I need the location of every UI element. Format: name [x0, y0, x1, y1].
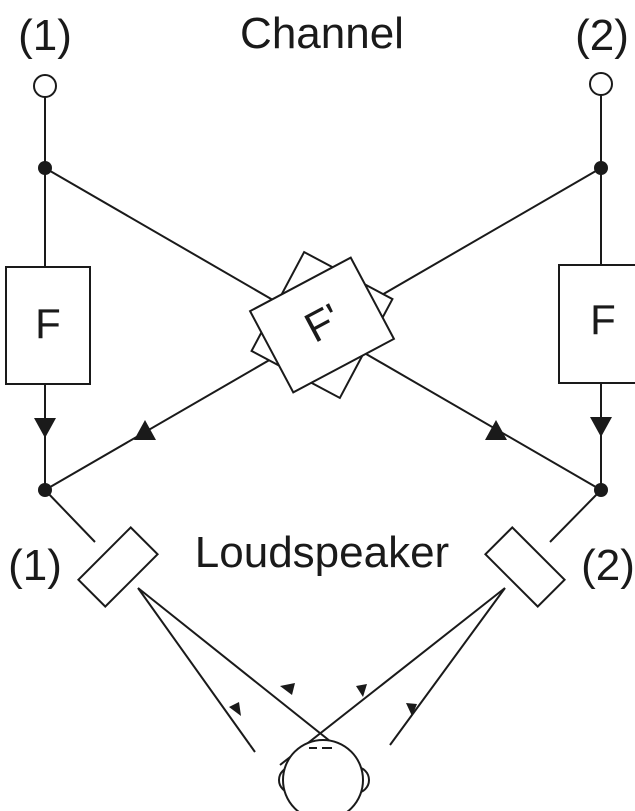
- sound-path-right-to-right-ear: [389, 587, 506, 746]
- filter-left-label: F: [35, 300, 61, 347]
- cross-arrow-right: [485, 420, 507, 440]
- channel-left-number: (1): [18, 11, 72, 60]
- filter-left-box: [5, 266, 91, 385]
- filter-cross-box: [248, 256, 396, 394]
- filter-right-box: [558, 264, 635, 384]
- arrow-left-direct: [229, 702, 241, 716]
- loudspeaker-title: Loudspeaker: [195, 528, 449, 577]
- arrow-right-direct: [406, 703, 417, 716]
- right-speaker-wire: [549, 489, 602, 543]
- left-split-node: [38, 161, 52, 175]
- sound-path-right-to-left-ear: [279, 587, 506, 766]
- filter-right-label: F: [590, 296, 616, 343]
- arrow-right-cross: [356, 684, 367, 697]
- left-filter-arrow: [34, 418, 56, 438]
- channel-right-input-terminal: [589, 72, 613, 96]
- sound-path-left-to-left-ear: [137, 587, 251, 746]
- sound-path-left-to-right-ear: [137, 587, 361, 766]
- loudspeaker-left: [76, 525, 160, 609]
- sound-path-left-stub: [249, 744, 256, 753]
- arrow-left-cross: [280, 683, 295, 695]
- channel-title: Channel: [240, 9, 404, 58]
- right-filter-arrow: [590, 417, 612, 437]
- right-split-node: [594, 161, 608, 175]
- loudspeaker-right: [483, 525, 567, 609]
- left-speaker-wire: [44, 489, 96, 543]
- speaker-left-number: (1): [8, 541, 62, 590]
- cross-arrow-left: [134, 420, 156, 440]
- listener-head-outline: [282, 739, 364, 811]
- channel-right-number: (2): [575, 11, 629, 60]
- listener-head: [278, 739, 370, 811]
- channel-left-input-terminal: [33, 74, 57, 98]
- speaker-right-number: (2): [581, 541, 635, 590]
